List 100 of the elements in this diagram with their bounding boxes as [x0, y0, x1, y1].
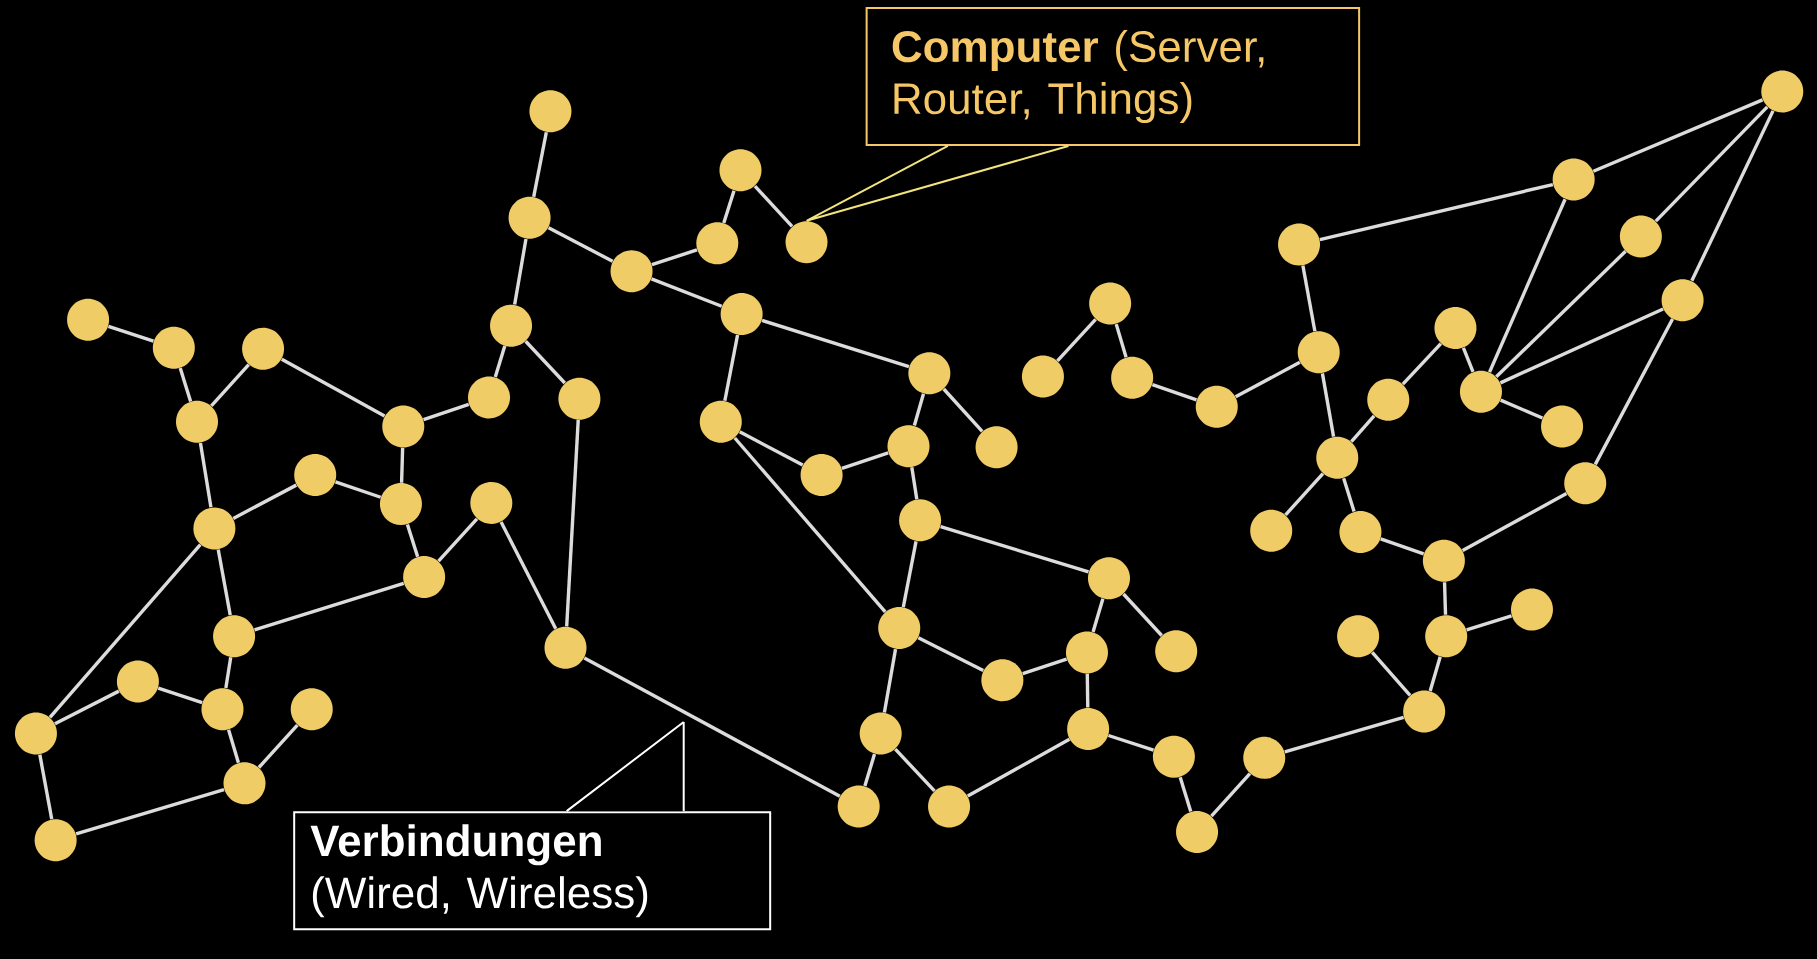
connection-line: [894, 747, 936, 792]
connection-line: [532, 131, 548, 197]
connection-line: [257, 723, 299, 769]
connection-line: [966, 737, 1071, 798]
network-node: [1459, 370, 1502, 413]
connection-line: [210, 363, 250, 407]
connection-line: [583, 656, 841, 798]
connection-line: [1592, 98, 1764, 173]
connection-line: [651, 248, 698, 266]
connection-line: [334, 480, 382, 499]
connection-line: [753, 184, 794, 228]
network-node: [1510, 588, 1553, 631]
connection-line: [940, 524, 1090, 574]
network-node: [1541, 405, 1584, 448]
connection-line: [1085, 673, 1090, 708]
connection-line: [733, 436, 887, 613]
network-node: [1434, 306, 1477, 349]
network-node: [544, 626, 587, 669]
network-node: [176, 400, 218, 443]
connection-line: [901, 540, 918, 608]
connection-line: [405, 523, 420, 557]
network-node: [193, 507, 236, 550]
network-node: [67, 298, 110, 341]
network-node: [1403, 690, 1446, 733]
connection-line: [738, 430, 804, 467]
network-node: [887, 424, 930, 467]
connection-line: [1301, 265, 1317, 332]
connection-line: [1114, 323, 1128, 358]
connection-line: [1056, 317, 1097, 362]
network-node: [800, 453, 843, 496]
connection-line: [565, 419, 580, 627]
network-node: [490, 304, 533, 347]
network-node: [382, 405, 425, 448]
connection-line: [841, 451, 889, 470]
network-node: [1065, 631, 1108, 674]
network-node: [242, 327, 285, 370]
connection-line: [178, 367, 193, 402]
connection-line: [912, 393, 926, 426]
network-node: [1297, 331, 1340, 374]
connection-line: [226, 729, 241, 764]
connection-line: [917, 636, 985, 672]
network-node: [1088, 557, 1130, 599]
connection-line: [423, 402, 470, 421]
network-node: [294, 453, 337, 496]
callout-box: Computer (Server, Router, Things): [865, 6, 1361, 146]
network-node: [1278, 223, 1321, 266]
network-node: [785, 220, 828, 263]
network-node: [201, 687, 244, 730]
callout-box: Verbindungen (Wired, Wireless): [293, 810, 772, 930]
network-node: [14, 712, 57, 755]
network-node: [116, 660, 159, 703]
network-node: [508, 196, 551, 239]
connection-line: [1466, 614, 1512, 632]
network-node: [213, 614, 256, 657]
connection-line: [54, 689, 120, 726]
network-node: [837, 785, 880, 828]
connection-line: [216, 548, 232, 616]
connection-line: [650, 277, 723, 308]
connection-line: [1284, 472, 1325, 516]
network-node: [899, 499, 942, 542]
connection-line: [1461, 491, 1568, 552]
network-node: [1425, 614, 1468, 657]
connection-line: [1122, 592, 1163, 637]
network-node: [610, 249, 653, 292]
connection-line: [723, 334, 740, 401]
network-node: [290, 687, 333, 730]
connection-line: [910, 466, 919, 500]
network-node: [908, 351, 951, 394]
connection-line: [1461, 346, 1475, 373]
connection-line: [38, 754, 54, 820]
network-node: [1089, 282, 1132, 325]
connection-line: [942, 387, 984, 433]
connection-line: [761, 318, 910, 369]
connection-line: [437, 517, 479, 563]
connection-line: [1091, 598, 1105, 633]
network-node: [1661, 278, 1704, 321]
network-node: [719, 149, 762, 192]
connection-line: [399, 447, 405, 483]
connection-line: [48, 543, 202, 719]
network-node: [1339, 510, 1382, 553]
connection-line: [547, 226, 614, 263]
connection-line: [1107, 733, 1155, 752]
connection-line: [224, 656, 233, 689]
connection-line: [157, 686, 203, 704]
connection-line: [1401, 342, 1443, 386]
connection-line: [1593, 318, 1675, 465]
network-node: [223, 762, 266, 805]
connection-line: [1210, 772, 1252, 818]
connection-line: [1654, 105, 1769, 223]
connection-line: [1690, 109, 1775, 282]
leader-line: [805, 144, 1070, 222]
connection-line: [493, 345, 507, 378]
network-node: [1152, 735, 1195, 778]
network-node: [1176, 810, 1219, 853]
network-node: [403, 555, 446, 598]
connection-line: [107, 324, 154, 343]
connection-line: [1499, 398, 1544, 420]
connection-line: [1442, 581, 1448, 615]
network-node: [1316, 436, 1359, 479]
network-node: [1021, 355, 1064, 398]
